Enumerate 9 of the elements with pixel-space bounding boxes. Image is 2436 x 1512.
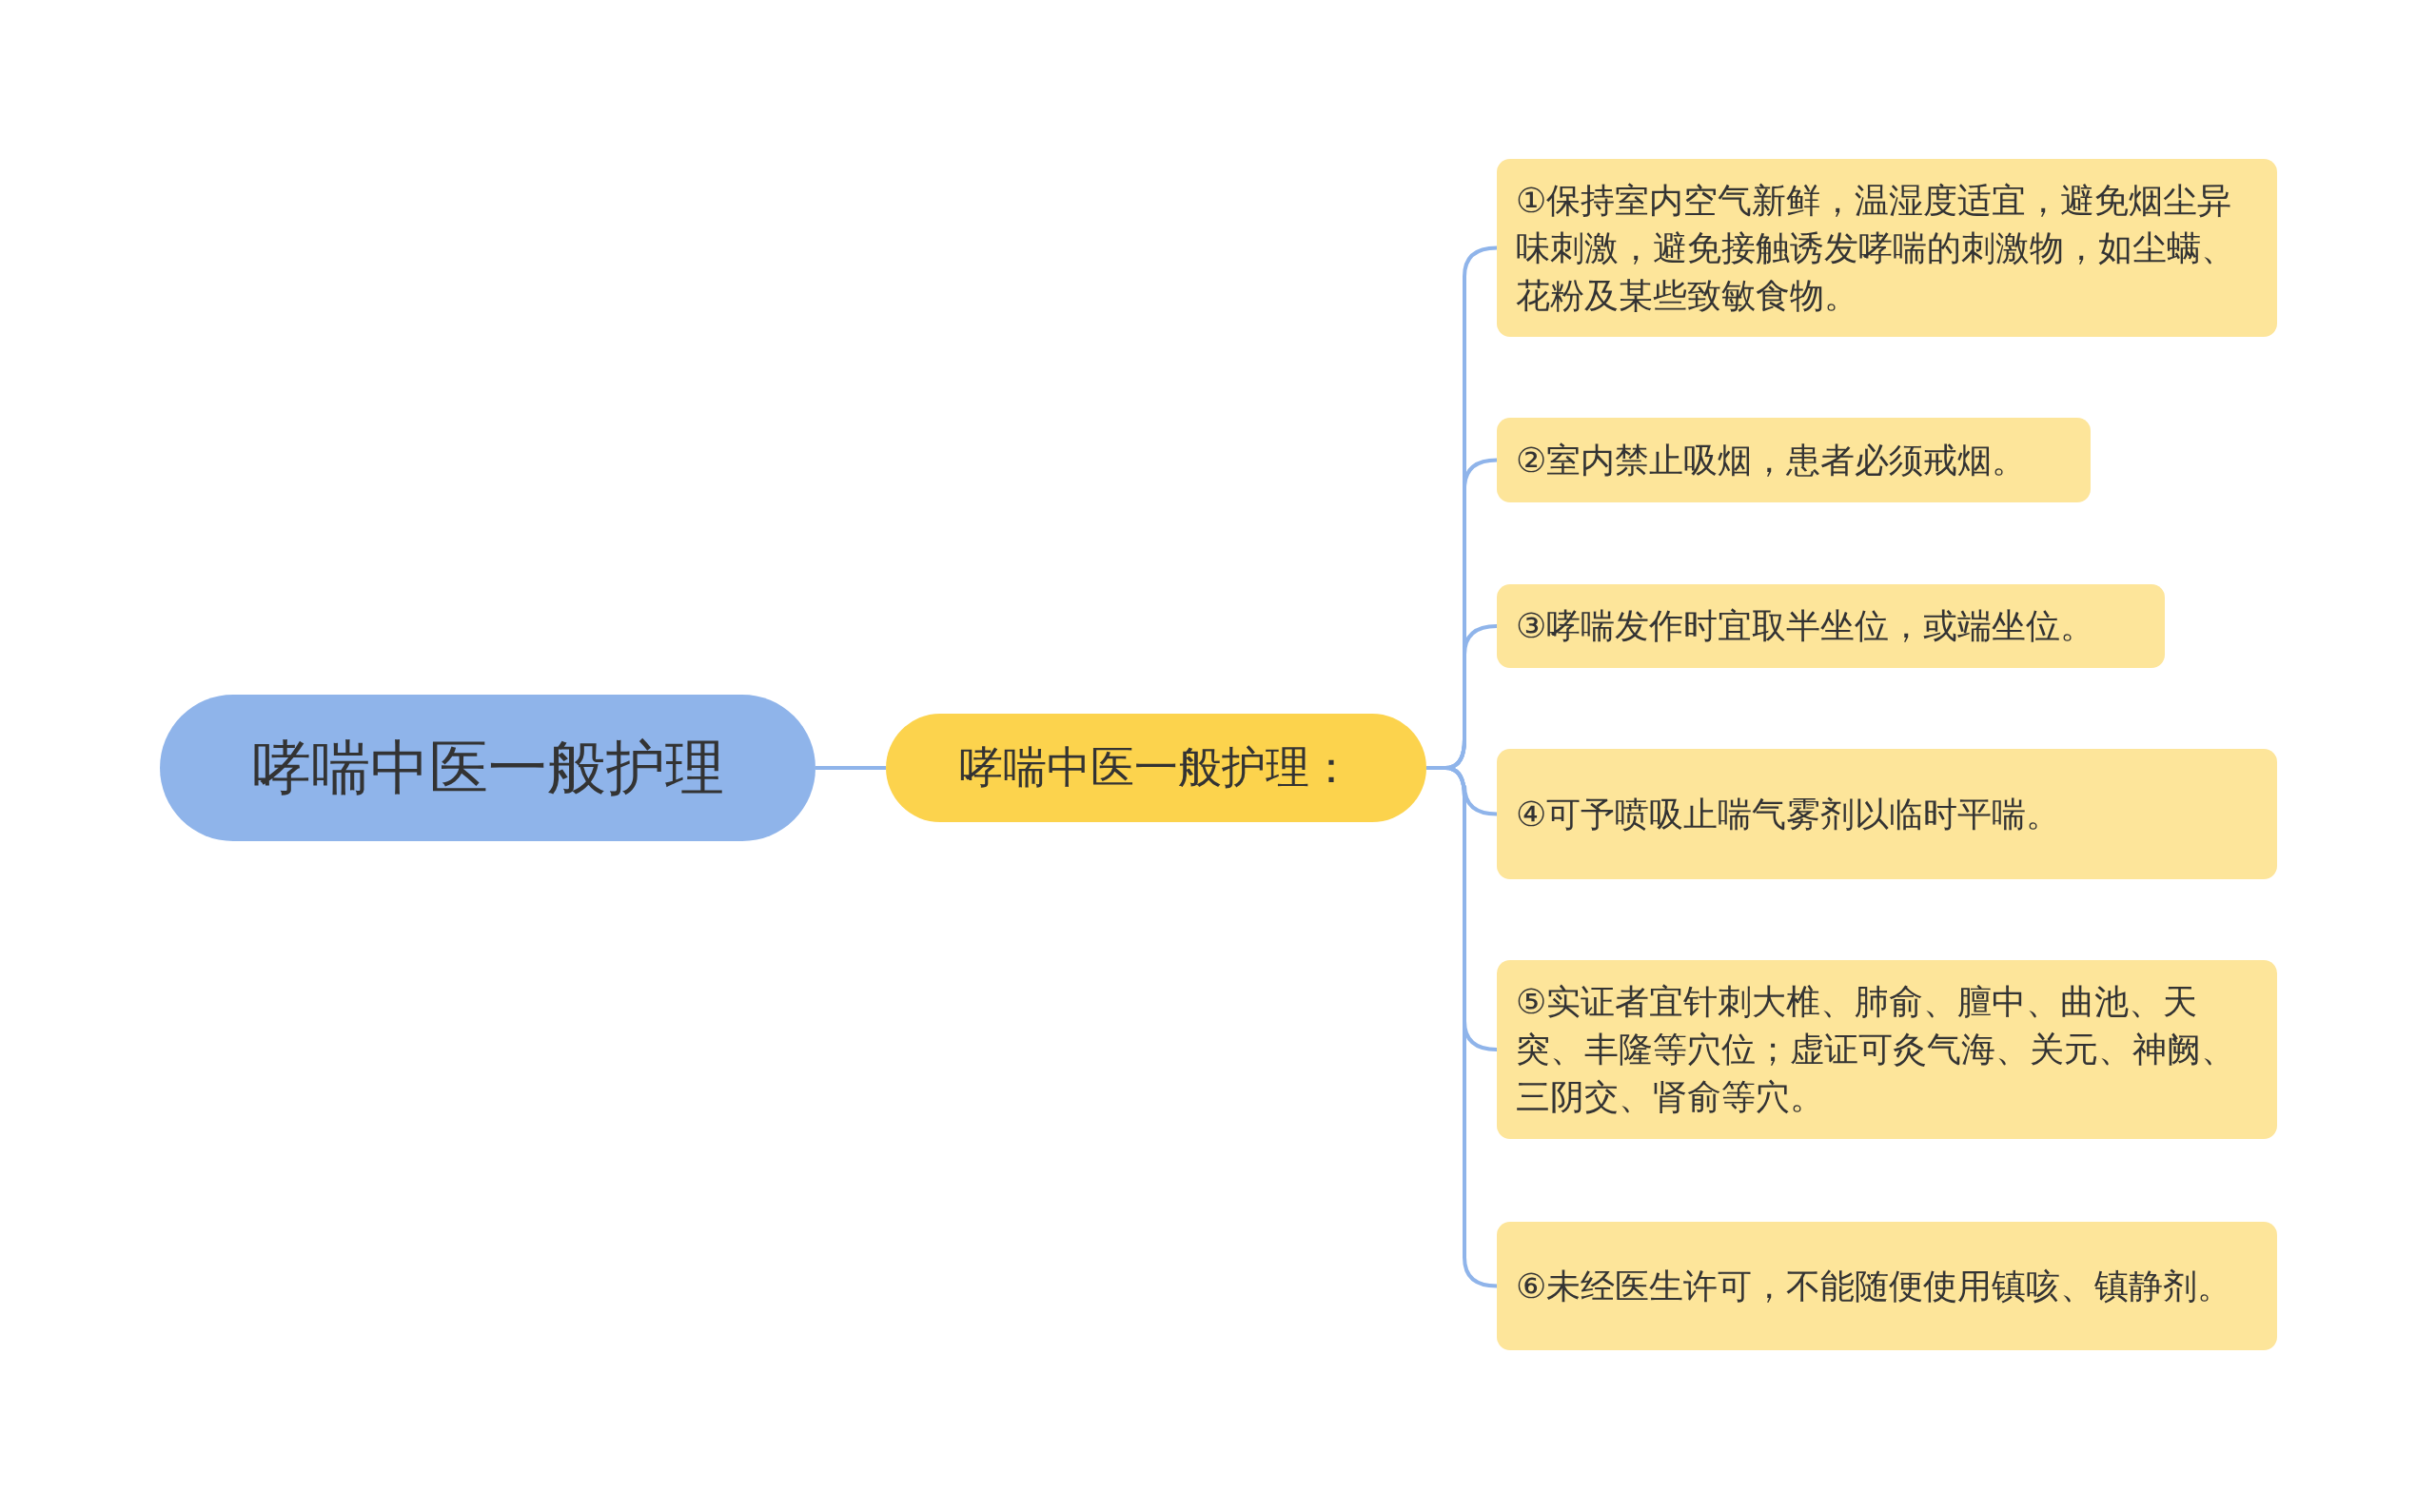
- leaf-box: ④可予喷吸止喘气雾剂以临时平喘。: [1497, 749, 2277, 879]
- connector-line: [815, 766, 886, 770]
- leaf-box: ⑤实证者宜针刺大椎、肺俞、膻中、曲池、天突、丰隆等穴位；虚证可灸气海、关元、神阙、三阴交、肾俞等穴。: [1497, 960, 2277, 1139]
- leaf-box: ⑥未经医生许可，不能随便使用镇咳、镇静剂。: [1497, 1222, 2277, 1350]
- leaf-box: ③哮喘发作时宜取半坐位，或端坐位。: [1497, 584, 2165, 668]
- topic-node: 哮喘中医一般护理：: [886, 714, 1426, 822]
- root-node: 哮喘中医一般护理: [160, 695, 815, 841]
- leaf-box: ②室内禁止吸烟，患者必须戒烟。: [1497, 418, 2091, 502]
- leaf-box: ①保持室内空气新鲜，温湿度适宜，避免烟尘异味刺激，避免接触诱发哮喘的刺激物，如尘螨、花粉及某些致敏食物。: [1497, 159, 2277, 337]
